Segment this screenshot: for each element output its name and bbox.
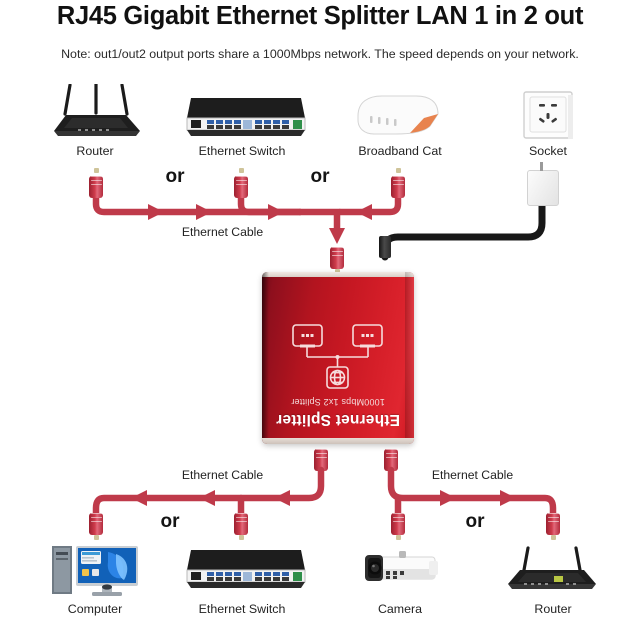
cable-label-output-left: Ethernet Cable [181,468,264,482]
or-label-top-1: or [165,166,185,187]
router-illustration [54,84,140,136]
rj45-boot [391,175,405,198]
or-label-top-2: or [310,166,330,187]
rj45-boot [234,175,248,198]
device-label-broadband-cat: Broadband Cat [358,144,442,158]
rj45-boot [314,448,328,471]
splitter-subtitle-text: 1000Mbps 1x2 Splitter [291,397,385,407]
splitter-bottom-edge [262,438,414,444]
rj45-connector-switch-bottom [234,510,248,540]
device-label-socket: Socket [529,144,567,158]
rj45-tab-icon [93,534,99,540]
device-label-router-bottom: Router [534,602,572,616]
rj45-boot [234,512,248,535]
router-illustration-bottom [508,546,596,589]
rj45-tab-icon [334,268,340,274]
device-label-camera: Camera [377,602,423,616]
splitter-left-edge [262,272,269,444]
camera-illustration [365,551,438,581]
rj45-connector-router [89,168,103,198]
device-label-switch-bottom: Ethernet Switch [198,602,286,616]
page-note: Note: out1/out2 output ports share a 100… [61,47,579,61]
splitter-top-edge [262,272,414,277]
rj45-boot [89,175,103,198]
rj45-tab-icon [550,534,556,540]
socket-illustration [523,91,573,139]
rj45-tab-icon [395,534,401,540]
rj45-boot [391,512,405,535]
input-cable-diagram [92,186,402,244]
power-plug-connector [379,236,391,258]
rj45-boot [384,448,398,471]
page-title: RJ45 Gigabit Ethernet Splitter LAN 1 in … [56,2,584,30]
power-adapter [527,170,559,206]
rj45-tab-icon [238,168,244,173]
rj45-connector-computer [89,510,103,540]
rj45-boot [89,512,103,535]
broadband-cat-illustration [357,95,439,135]
rj45-tab-icon [238,534,244,540]
device-label-router-top: Router [76,144,114,158]
power-adapter-pin [540,162,543,171]
computer-illustration [52,546,138,596]
ethernet-switch-illustration-bottom [186,550,306,588]
rj45-connector-switch [234,168,248,198]
splitter-brand-text: Ethernet Splitter [276,411,400,428]
splitter-faceplate: Ethernet Splitter 1000Mbps 1x2 Splitter [262,272,414,444]
splitter-diagram-art [290,317,386,390]
rj45-boot [546,512,560,535]
rj45-tab-icon [93,168,99,173]
rj45-connector-modem [391,168,405,198]
rj45-boot [330,246,344,269]
rj45-connector-router-bottom [546,510,560,540]
cable-label-output-right: Ethernet Cable [431,468,514,482]
device-label-switch-top: Ethernet Switch [198,144,286,158]
rj45-connector-splitter-input [330,244,344,274]
splitter-right-edge [405,272,414,444]
rj45-connector-camera [391,510,405,540]
ethernet-switch-illustration [186,98,306,136]
cable-label-input: Ethernet Cable [181,225,264,239]
ethernet-splitter-device: Ethernet Splitter 1000Mbps 1x2 Splitter [262,272,414,444]
or-label-bottom-1: or [160,511,180,532]
rj45-tab-icon [395,168,401,173]
or-label-bottom-2: or [465,511,485,532]
device-label-computer: Computer [67,602,123,616]
